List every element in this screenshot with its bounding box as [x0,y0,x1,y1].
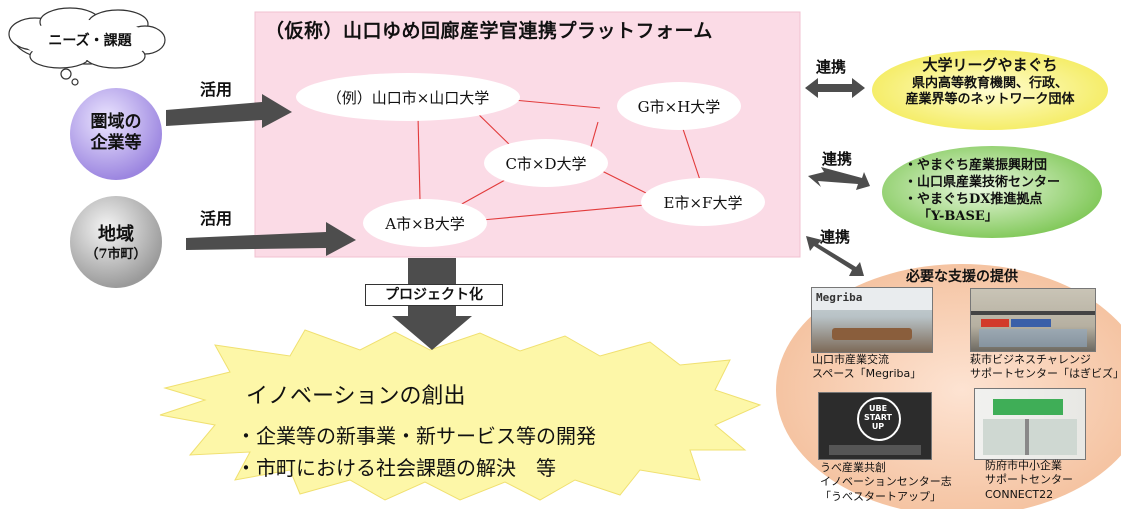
green-text: ・やまぐち産業振興財団 ・山口県産業技術センター ・やまぐちDX推進拠点 「Y-… [904,158,1094,226]
innovation-title: イノベーションの創出 [246,384,466,409]
link-label-3: 連携 [820,228,851,246]
companies-line2: 企業等 [90,133,142,154]
node-example: （例）山口市×山口大学 [326,88,490,107]
use-arrow-bottom [186,222,356,256]
league-title: 大学リーグやまぐち [922,56,1058,74]
connect22-caption-1: 防府市中小企業 [985,459,1062,472]
green-line1: ・やまぐち産業振興財団 [904,158,1048,173]
megriba-photo: Megriba [811,287,933,353]
region-label: 地域 （7市町） [72,224,160,263]
megriba-caption-1: 山口市産業交流 [812,353,889,366]
network-lines [417,95,701,221]
project-arrow-shaft [408,258,456,286]
node-gh-ellipse [617,82,741,130]
hagibiz-caption: 萩市ビジネスチャレンジ サポートセンター「はぎビズ」 [970,353,1121,382]
support-title: 必要な支援の提供 [906,269,1018,285]
link-label-2: 連携 [822,150,853,168]
use-label-bottom: 活用 [200,209,233,228]
innovation-burst [159,329,762,501]
ube-photo: UBE START UP [818,392,932,460]
green-line4: 「Y-BASE」 [918,208,998,224]
ube-logo: UBE START UP [863,404,893,431]
megriba-caption: 山口市産業交流 スペース「Megriba」 [812,353,921,382]
use-arrow-top [166,94,292,128]
green-ellipse [882,146,1102,238]
league-line2: 産業界等のネットワーク団体 [905,92,1075,108]
green-line2: ・山口県産業技術センター [904,174,1061,190]
companies-circle [70,88,162,180]
node-ab-ellipse [363,199,487,247]
link-label-1: 連携 [816,58,847,76]
node-gh: G市×H大学 [637,97,721,116]
node-example-ellipse [296,73,520,121]
companies-line1: 圏域の [90,112,142,132]
megriba-caption-2: スペース「Megriba」 [812,367,922,381]
link-arrow-2 [808,167,870,190]
megriba-logo: Megriba [816,291,863,304]
use-label-top: 活用 [200,80,233,99]
needs-issues-label: ニーズ・課題 [48,33,132,49]
league-line1: 県内高等教育機関、行政、 [911,75,1068,91]
project-label: プロジェクト化 [365,284,503,306]
ube-caption: うべ産業共創 イノベーションセンター志 「うべスタートアップ」 [820,461,952,504]
green-line3: ・やまぐちDX推進拠点 [904,191,1043,207]
node-cd-ellipse [484,139,608,187]
connect22-photo [974,388,1086,460]
hagibiz-photo [970,288,1096,352]
region-circle [70,196,162,288]
ube-caption-1: うべ産業共創 [820,461,886,474]
connect22-caption: 防府市中小企業 サポートセンター CONNECT22 [985,459,1073,502]
project-arrow-head [392,316,472,350]
hagibiz-caption-2: サポートセンター「はぎビズ」 [970,367,1121,381]
innovation-bullet-1: ・企業等の新事業・新サービス等の開発 [236,424,596,448]
link-arrow-3 [806,236,864,276]
ube-caption-2: イノベーションセンター志 [820,475,952,489]
connect22-caption-3: CONNECT22 [985,487,1054,501]
node-ef: E市×F大学 [663,193,743,212]
platform-title: （仮称）山口ゆめ回廊産学官連携プラットフォーム [265,20,713,42]
node-ab: A市×B大学 [385,214,465,233]
node-ef-ellipse [641,178,765,226]
companies-label: 圏域の 企業等 [72,112,160,155]
league-ellipse [872,50,1108,130]
node-cd: C市×D大学 [505,154,587,173]
innovation-bullet-2: ・市町における社会課題の解決 等 [236,456,556,480]
hagibiz-caption-1: 萩市ビジネスチャレンジ [970,353,1091,366]
region-line2: （7市町） [85,246,147,262]
league-text: 大学リーグやまぐち 県内高等教育機関、行政、 産業界等のネットワーク団体 [880,56,1100,109]
link-arrow-1 [805,78,865,98]
connect22-caption-2: サポートセンター [985,473,1073,487]
region-line1: 地域 [98,224,134,245]
ube-caption-3: 「うべスタートアップ」 [820,489,941,503]
